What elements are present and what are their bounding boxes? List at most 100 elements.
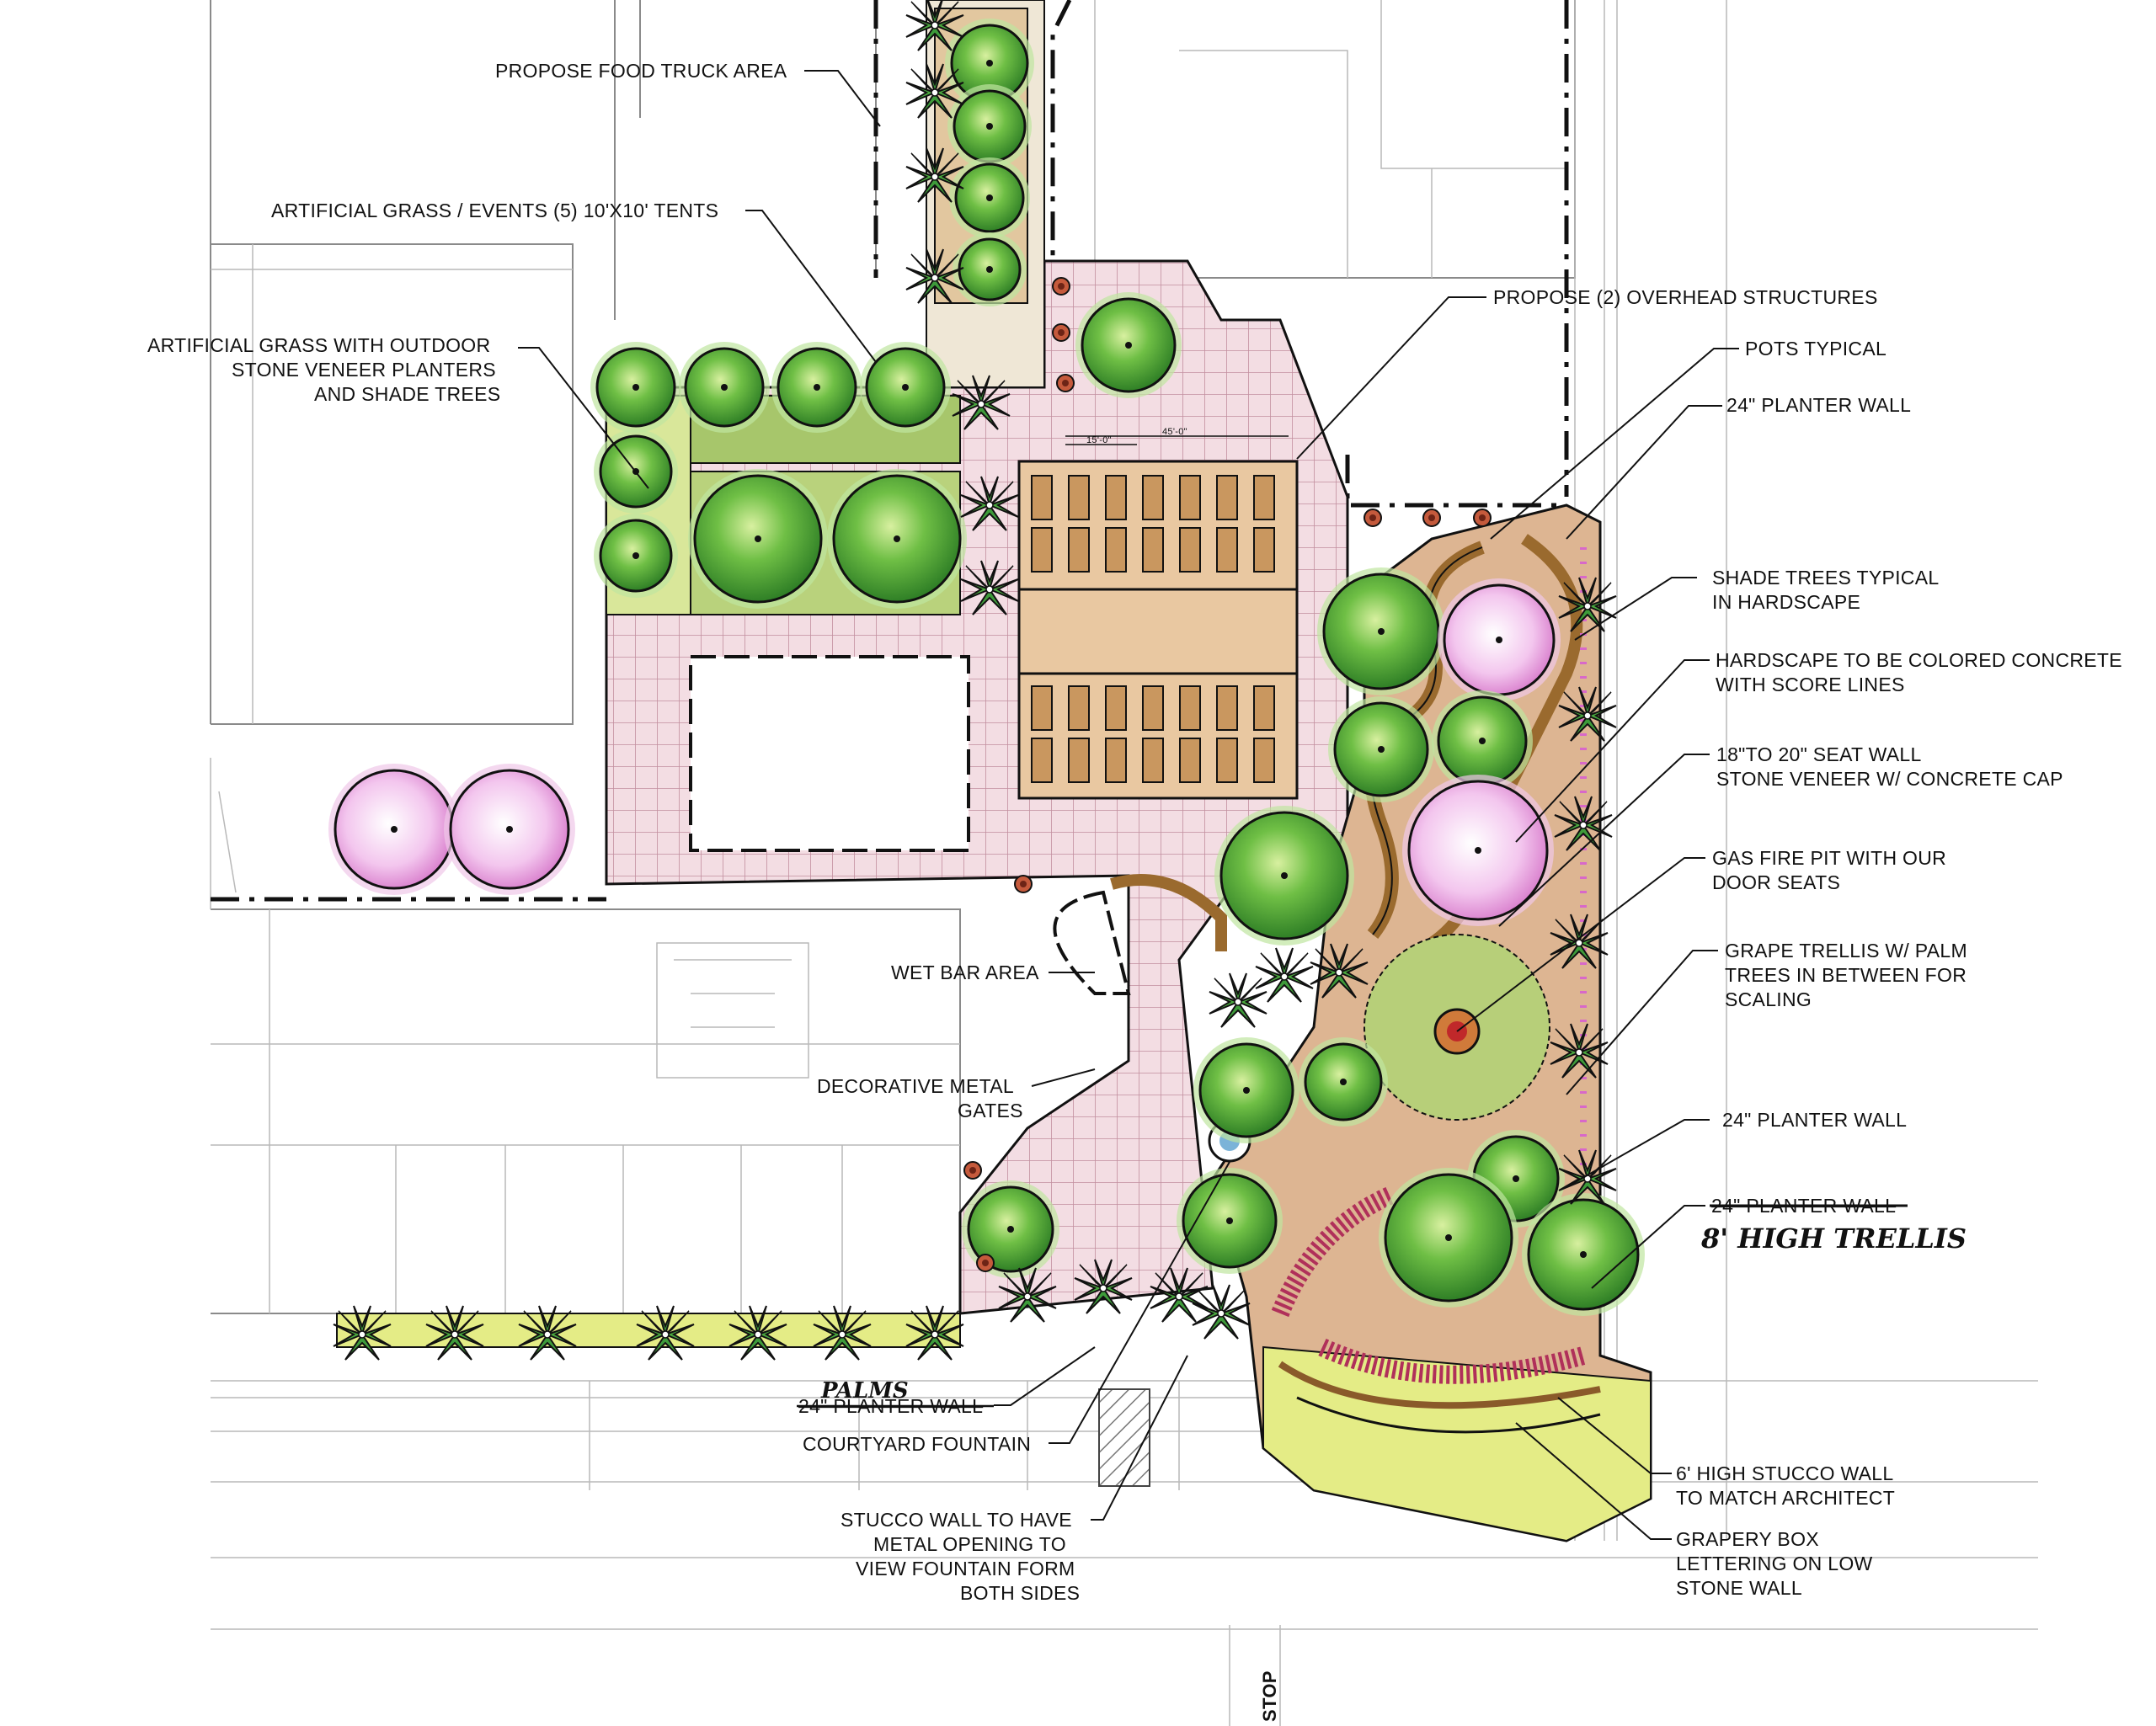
planter-pot-icon: [1422, 509, 1441, 527]
picnic-table: [1031, 475, 1053, 520]
dimension-45ft: 45'-0": [1162, 427, 1187, 437]
picnic-table: [1216, 685, 1238, 731]
tree-trunk: [1580, 1251, 1587, 1258]
picnic-table: [1253, 475, 1275, 520]
tree-trunk: [1445, 1234, 1452, 1241]
crosswalk-hatch: [1098, 1388, 1150, 1487]
picnic-table: [1031, 685, 1053, 731]
picnic-table: [1179, 685, 1201, 731]
label-stop: STOP: [1259, 1670, 1280, 1722]
picnic-table: [1105, 475, 1127, 520]
label-stucco-opening-1: STUCCO WALL TO HAVE: [841, 1509, 1072, 1531]
label-shade-trees-1: SHADE TREES TYPICAL: [1712, 567, 1939, 589]
tree-trunk: [1340, 1079, 1347, 1085]
picnic-table: [1142, 527, 1164, 573]
tree-trunk: [894, 535, 900, 542]
tree-trunk: [506, 826, 513, 833]
label-stucco-wall-2: TO MATCH ARCHITECT: [1676, 1487, 1895, 1509]
label-seat-wall-2: STONE VENEER W/ CONCRETE CAP: [1716, 768, 2063, 790]
picnic-table: [1105, 527, 1127, 573]
label-grapery-3: STONE WALL: [1676, 1577, 1802, 1599]
tree-trunk: [632, 384, 639, 391]
tree-trunk: [986, 123, 993, 130]
shade-trees: [328, 19, 1645, 1316]
tree-trunk: [1378, 746, 1385, 753]
tree-trunk: [755, 535, 761, 542]
tree-trunk: [1226, 1217, 1233, 1224]
label-grapery-2: LETTERING ON LOW: [1676, 1553, 1873, 1574]
picnic-table: [1105, 738, 1127, 783]
tree-trunk: [1479, 738, 1486, 744]
picnic-table: [1179, 475, 1201, 520]
tree-trunk: [986, 266, 993, 273]
label-gates-2: GATES: [958, 1100, 1023, 1121]
planter-pot-icon: [1052, 277, 1070, 296]
planter-pot-icon: [1052, 323, 1070, 342]
planter-pot-icon: [963, 1161, 982, 1180]
tree-trunk: [632, 552, 639, 559]
label-gates-1: DECORATIVE METAL: [817, 1075, 1014, 1097]
label-stucco-opening-2: METAL OPENING TO: [873, 1533, 1066, 1555]
planter-pot-icon: [976, 1254, 995, 1272]
tree-trunk: [814, 384, 820, 391]
label-wet-bar: WET BAR AREA: [891, 962, 1039, 983]
overhead-structures: 15'-0" 45'-0": [1017, 427, 1299, 800]
picnic-table: [1068, 527, 1090, 573]
palm-icon: [1192, 1284, 1251, 1340]
label-events-grass: ARTIFICIAL GRASS / EVENTS (5) 10'X10' TE…: [271, 200, 718, 221]
label-pots-typical: POTS TYPICAL: [1745, 338, 1886, 360]
tree-trunk: [391, 826, 398, 833]
label-food-truck: PROPOSE FOOD TRUCK AREA: [495, 60, 787, 82]
tree-trunk: [1281, 872, 1288, 879]
label-outdoor-grass-3: AND SHADE TREES: [314, 383, 500, 405]
tree-trunk: [1496, 637, 1502, 643]
tree-trunk: [986, 194, 993, 201]
label-planter-wall-top: 24" PLANTER WALL: [1726, 394, 1911, 416]
label-trellis-3: SCALING: [1725, 988, 1812, 1010]
tree-trunk: [1513, 1175, 1519, 1182]
tree-trunk: [1007, 1226, 1014, 1233]
picnic-table: [1105, 685, 1127, 731]
tree-trunk: [721, 384, 728, 391]
label-planter-wall-mid: 24" PLANTER WALL: [1722, 1109, 1907, 1131]
label-outdoor-grass-1: ARTIFICIAL GRASS WITH OUTDOOR: [147, 334, 490, 356]
tree-trunk: [1378, 628, 1385, 635]
picnic-table: [1142, 738, 1164, 783]
label-trellis-1: GRAPE TRELLIS W/ PALM: [1725, 940, 1967, 962]
label-hardscape-1: HARDSCAPE TO BE COLORED CONCRETE: [1716, 649, 2122, 671]
planter-pot-icon: [1364, 509, 1382, 527]
picnic-table: [1179, 738, 1201, 783]
label-shade-trees-2: IN HARDSCAPE: [1712, 591, 1860, 613]
planter-pot-icon: [1014, 875, 1033, 893]
picnic-table: [1142, 685, 1164, 731]
tree-trunk: [1475, 847, 1481, 854]
label-stucco-opening-4: BOTH SIDES: [960, 1582, 1080, 1604]
label-overhead-structures: PROPOSE (2) OVERHEAD STRUCTURES: [1493, 286, 1878, 308]
tree-trunk: [1243, 1087, 1250, 1094]
label-outdoor-grass-2: STONE VENEER PLANTERS: [232, 359, 496, 381]
leader-lines: [518, 70, 1739, 1540]
picnic-table: [1216, 527, 1238, 573]
central-building: [689, 655, 970, 852]
picnic-table: [1179, 527, 1201, 573]
label-fire-pit-2: DOOR SEATS: [1712, 871, 1840, 893]
label-stucco-wall-1: 6' HIGH STUCCO WALL: [1676, 1462, 1893, 1484]
picnic-table: [1068, 685, 1090, 731]
planter-pot-icon: [1473, 509, 1492, 527]
tree-trunk: [986, 60, 993, 67]
picnic-table: [1216, 475, 1238, 520]
picnic-table: [1253, 738, 1275, 783]
picnic-tables: [1031, 475, 1275, 783]
label-hardscape-2: WITH SCORE LINES: [1716, 674, 1905, 695]
label-high-trellis: 8' HIGH TRELLIS: [1700, 1223, 1967, 1255]
label-stucco-opening-3: VIEW FOUNTAIN FORM: [856, 1558, 1075, 1580]
label-trellis-2: TREES IN BETWEEN FOR: [1725, 964, 1967, 986]
tree-trunk: [902, 384, 909, 391]
picnic-table: [1068, 738, 1090, 783]
picnic-table: [1253, 685, 1275, 731]
dimension-15ft: 15'-0": [1086, 435, 1112, 445]
label-grapery-1: GRAPERY BOX: [1676, 1528, 1819, 1550]
picnic-table: [1031, 527, 1053, 573]
picnic-table: [1142, 475, 1164, 520]
